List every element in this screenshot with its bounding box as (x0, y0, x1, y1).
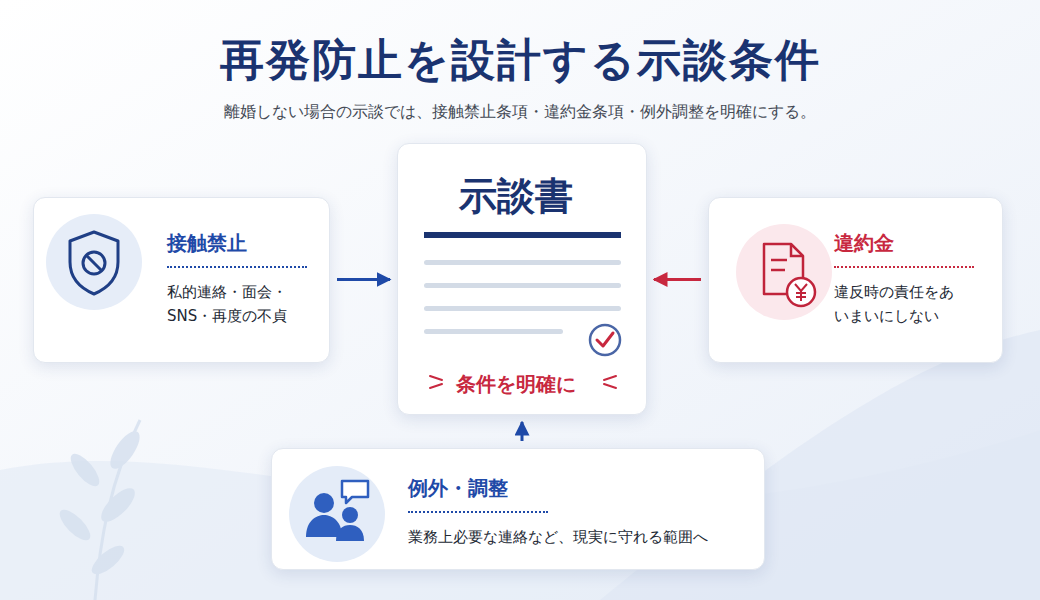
heading-row: 接触禁止 (167, 228, 317, 268)
document-box: 示談書条件を明確に (397, 143, 647, 415)
clause-box: 違約金違反時の責任をあいまいにしない (708, 197, 1003, 363)
clause-box: 接触禁止私的連絡・面会・SNS・再度の不貞 (33, 197, 330, 363)
box-body: 違反時の責任をあいまいにしない (834, 280, 959, 328)
box-heading: 例外・調整 (408, 473, 548, 513)
heading-row: 例外・調整 (408, 473, 752, 513)
caption: 離婚しない場合の示談では、接触禁止条項・違約金条項・例外調整を明確にする。 (0, 100, 1040, 124)
box-heading: 接触禁止 (167, 228, 307, 268)
shield-icon (34, 198, 164, 364)
penalty-document-icon (709, 198, 859, 364)
box-body: 業務上必要な連絡など、現実に守れる範囲へ (408, 525, 752, 549)
box-heading: 違約金 (834, 228, 974, 268)
title: 再発防止を設計する示談条件 (0, 30, 1040, 90)
connector-arrow (521, 422, 524, 441)
heading-row: 違約金 (834, 228, 990, 268)
document-title: 示談書 (398, 172, 634, 220)
connector-arrow (337, 278, 390, 281)
leaf-decoration (55, 420, 145, 600)
clause-box: 例外・調整業務上必要な連絡など、現実に守れる範囲へ (271, 448, 765, 570)
box-body: 私的連絡・面会・SNS・再度の不貞 (167, 280, 295, 328)
people-icon (272, 449, 402, 571)
document-label: 条件を明確に (398, 370, 634, 398)
connector-arrow (654, 278, 701, 281)
